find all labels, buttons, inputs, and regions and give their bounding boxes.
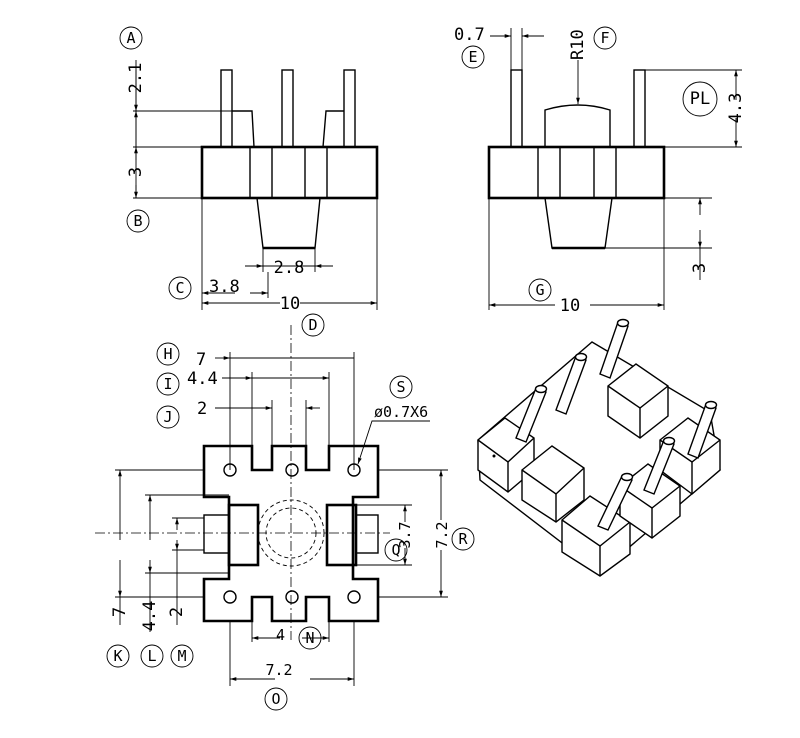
dim-left-pitch-outer: 7 (110, 607, 130, 617)
side-view: 0.7 R10 4.3 3 10 (454, 25, 746, 316)
dim-top-pitch-mid: 4.4 (187, 369, 218, 389)
svg-text:I: I (163, 375, 172, 393)
svg-text:H: H (163, 345, 172, 363)
svg-text:R: R (458, 530, 468, 548)
dim-side-total-width: 10 (560, 296, 580, 316)
dim-top-height: 7.2 (433, 521, 451, 548)
callout-s: S (389, 375, 413, 399)
dim-top-pitch-outer: 7 (196, 350, 206, 370)
dim-top-slot: 3.7 (396, 521, 414, 548)
dim-left-pitch-mid: 4.4 (140, 601, 160, 632)
callout-g: G (528, 278, 552, 302)
svg-text:M: M (177, 647, 186, 665)
svg-text:E: E (468, 48, 477, 66)
top-inner-left-block (227, 503, 260, 567)
side-foot (544, 197, 613, 249)
callout-o: O (264, 687, 288, 711)
iso-block-center-right (619, 463, 681, 539)
callout-e: E (461, 45, 485, 69)
top-hole-5 (285, 590, 299, 604)
dim-front-offset: 3.8 (209, 277, 240, 297)
side-pin-left (510, 69, 523, 148)
svg-text:A: A (126, 29, 135, 47)
svg-text:C: C (175, 279, 184, 297)
dim-side-radius: R10 (568, 29, 588, 60)
front-pin-left (220, 69, 233, 148)
svg-text:D: D (308, 316, 317, 334)
side-body (487, 145, 666, 200)
callout-pl: PL (682, 81, 718, 117)
front-view: 2.1 3 2.8 3.8 10 (126, 60, 379, 314)
svg-text:K: K (113, 647, 122, 665)
front-foot (256, 197, 321, 249)
svg-text:S: S (396, 378, 405, 396)
dim-left-pitch-inner: 2 (167, 607, 187, 617)
iso-block-mid-left (521, 445, 585, 523)
svg-text:F: F (600, 29, 609, 47)
iso-block-back (607, 363, 669, 439)
dim-bottom-width: 7.2 (265, 661, 292, 679)
dim-front-foot-width: 2.8 (274, 258, 305, 278)
callout-j: J (156, 405, 180, 429)
dim-side-pin-height: 4.3 (726, 93, 746, 124)
svg-text:N: N (305, 629, 314, 647)
svg-text:J: J (163, 408, 172, 426)
svg-text:PL: PL (690, 89, 710, 109)
callout-i: I (156, 372, 180, 396)
callout-l: L (140, 644, 164, 668)
dim-top-pitch-inner: 2 (197, 399, 207, 419)
svg-text:L: L (147, 647, 156, 665)
dim-front-body-height: 3 (126, 167, 146, 177)
callouts: A B C D E F G H I J K L M N O PL Q R S (106, 26, 718, 711)
top-view: 7 4.4 2 ø0.7X6 3.7 7.2 7 (95, 325, 451, 686)
callout-k: K (106, 644, 130, 668)
callout-b: B (126, 209, 150, 233)
top-hole-4 (223, 590, 237, 604)
svg-text:Q: Q (391, 541, 400, 559)
callout-a: A (119, 26, 143, 50)
svg-text:B: B (133, 212, 142, 230)
callout-d: D (301, 313, 325, 337)
iso-view (477, 318, 721, 577)
top-outline (202, 444, 380, 623)
top-inner-right-block (325, 503, 358, 567)
dim-front-pin-height: 2.1 (126, 63, 146, 94)
side-pin-right (633, 69, 646, 148)
callout-r: R (451, 527, 475, 551)
dim-front-total-width: 10 (280, 294, 300, 314)
front-pin-right (343, 69, 356, 148)
callout-n: N (298, 626, 322, 650)
top-hole-2 (285, 463, 299, 477)
callout-h: H (156, 342, 180, 366)
svg-text:O: O (271, 690, 280, 708)
callout-c: C (168, 276, 192, 300)
iso-pins (515, 318, 718, 531)
side-raised-block (544, 104, 611, 147)
front-body (200, 145, 379, 200)
top-hole-6 (347, 590, 361, 604)
front-pin-center (281, 69, 294, 148)
dim-bottom-slot: 4 (276, 626, 285, 644)
dim-top-hole: ø0.7X6 (374, 403, 428, 421)
front-tab-right (322, 110, 344, 148)
callout-q: Q (384, 538, 408, 562)
dim-side-foot-height: 3 (690, 263, 710, 273)
svg-text:G: G (535, 281, 544, 299)
dim-side-pin-dia: 0.7 (454, 25, 485, 45)
callout-f: F (593, 26, 617, 50)
front-tab-left (232, 110, 255, 148)
callout-m: M (170, 644, 194, 668)
